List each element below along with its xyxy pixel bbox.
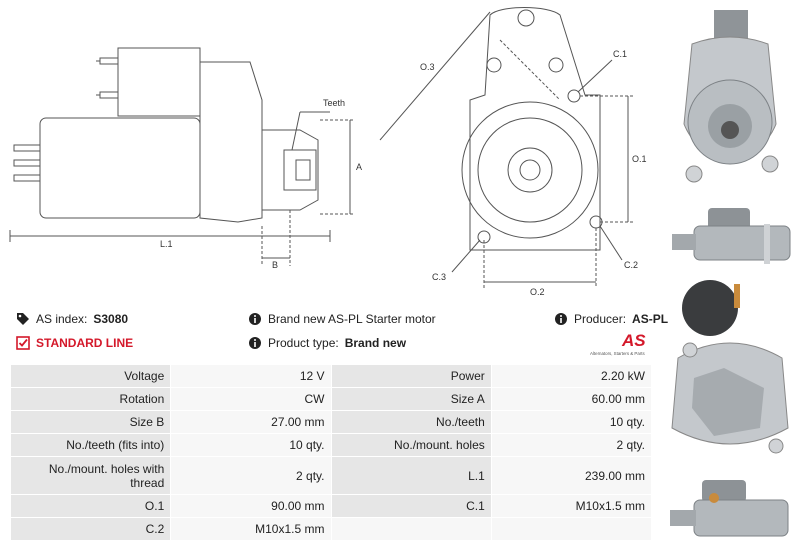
producer-value: AS-PL bbox=[632, 312, 669, 326]
spec-row: No./teeth (fits into)10 qty.No./mount. h… bbox=[9, 433, 653, 457]
motor-body bbox=[39, 117, 201, 219]
spec-key: Voltage bbox=[9, 364, 172, 388]
spec-value: 2 qty. bbox=[170, 456, 332, 495]
spec-value: M10x1.5 mm bbox=[170, 517, 332, 541]
product-photos bbox=[660, 0, 800, 550]
spec-value: 2.20 kW bbox=[490, 364, 653, 388]
spec-value: 60.00 mm bbox=[490, 387, 653, 411]
label-size-b: B bbox=[272, 260, 278, 270]
info-icon bbox=[249, 337, 261, 349]
label-o2: O.2 bbox=[530, 287, 545, 297]
product-type: Product type: Brand new bbox=[248, 336, 406, 350]
spec-key: No./mount. holes with thread bbox=[9, 456, 172, 495]
product-type-value: Brand new bbox=[344, 336, 407, 350]
spec-key: No./teeth bbox=[330, 410, 492, 434]
spec-value: 10 qty. bbox=[490, 410, 653, 434]
front-flange bbox=[469, 7, 601, 251]
spec-key: O.1 bbox=[9, 494, 172, 518]
photo-top-view bbox=[670, 480, 789, 537]
standard-line-text: STANDARD LINE bbox=[36, 336, 134, 350]
label-c1: C.1 bbox=[613, 49, 627, 59]
description-text: Brand new AS-PL Starter motor bbox=[268, 312, 436, 326]
tag-icon bbox=[17, 313, 29, 325]
technical-drawing: Teeth A B L.1 O.1 O.2 O.3 C.1 C.2 C.3 bbox=[0, 0, 660, 302]
spec-value: CW bbox=[170, 387, 332, 411]
as-index-label: AS index: bbox=[36, 312, 88, 326]
label-c3: C.3 bbox=[432, 272, 446, 282]
product-type-label: Product type: bbox=[268, 336, 339, 350]
spec-key: Power bbox=[330, 364, 492, 388]
spec-value bbox=[490, 517, 653, 541]
as-index-value: S3080 bbox=[93, 312, 129, 326]
spec-key: No./teeth (fits into) bbox=[9, 433, 172, 457]
drive-housing bbox=[199, 61, 263, 223]
check-square-icon bbox=[16, 336, 30, 350]
starter-drawing-svg: Teeth A B L.1 O.1 O.2 O.3 C.1 C.2 C.3 bbox=[9, 7, 647, 297]
spec-value: M10x1.5 mm bbox=[490, 494, 653, 518]
spec-value: 2 qty. bbox=[490, 433, 653, 457]
producer-label: Producer: bbox=[574, 312, 627, 326]
as-pl-logo: AS Alternators, Starters & Parts bbox=[590, 331, 646, 356]
spec-value: 12 V bbox=[170, 364, 332, 388]
spec-value: 239.00 mm bbox=[490, 456, 653, 495]
solenoid bbox=[117, 47, 201, 117]
logo-mark: AS bbox=[621, 331, 646, 350]
label-o1: O.1 bbox=[632, 154, 647, 164]
label-l1: L.1 bbox=[160, 239, 173, 249]
spec-key: C.1 bbox=[330, 494, 492, 518]
spec-value: 10 qty. bbox=[170, 433, 332, 457]
spec-key bbox=[330, 517, 492, 541]
photo-side-view bbox=[672, 208, 791, 264]
label-teeth: Teeth bbox=[323, 98, 345, 108]
spec-key: C.2 bbox=[9, 517, 172, 541]
product-description: Brand new AS-PL Starter motor bbox=[248, 312, 436, 326]
spec-key: Rotation bbox=[9, 387, 172, 411]
spec-key: No./mount. holes bbox=[330, 433, 492, 457]
spec-key: Size A bbox=[330, 387, 492, 411]
photo-front-view bbox=[683, 10, 779, 183]
spec-key: L.1 bbox=[330, 456, 492, 495]
spec-value: 90.00 mm bbox=[170, 494, 332, 518]
label-c2: C.2 bbox=[624, 260, 638, 270]
info-icon bbox=[555, 313, 567, 325]
spec-key: Size B bbox=[9, 410, 172, 434]
logo-tagline: Alternators, Starters & Parts bbox=[590, 351, 645, 356]
producer: Producer: AS-PL bbox=[554, 312, 668, 326]
standard-line: STANDARD LINE bbox=[16, 336, 133, 350]
as-index: AS index: S3080 bbox=[16, 312, 128, 326]
label-o3: O.3 bbox=[420, 62, 435, 72]
spec-value: 27.00 mm bbox=[170, 410, 332, 434]
front-housing bbox=[461, 101, 599, 239]
product-info: AS index: S3080 STANDARD LINE Brand new … bbox=[10, 308, 668, 356]
label-size-a: A bbox=[356, 162, 362, 172]
info-icon bbox=[249, 313, 261, 325]
photo-rear-view bbox=[671, 280, 789, 454]
